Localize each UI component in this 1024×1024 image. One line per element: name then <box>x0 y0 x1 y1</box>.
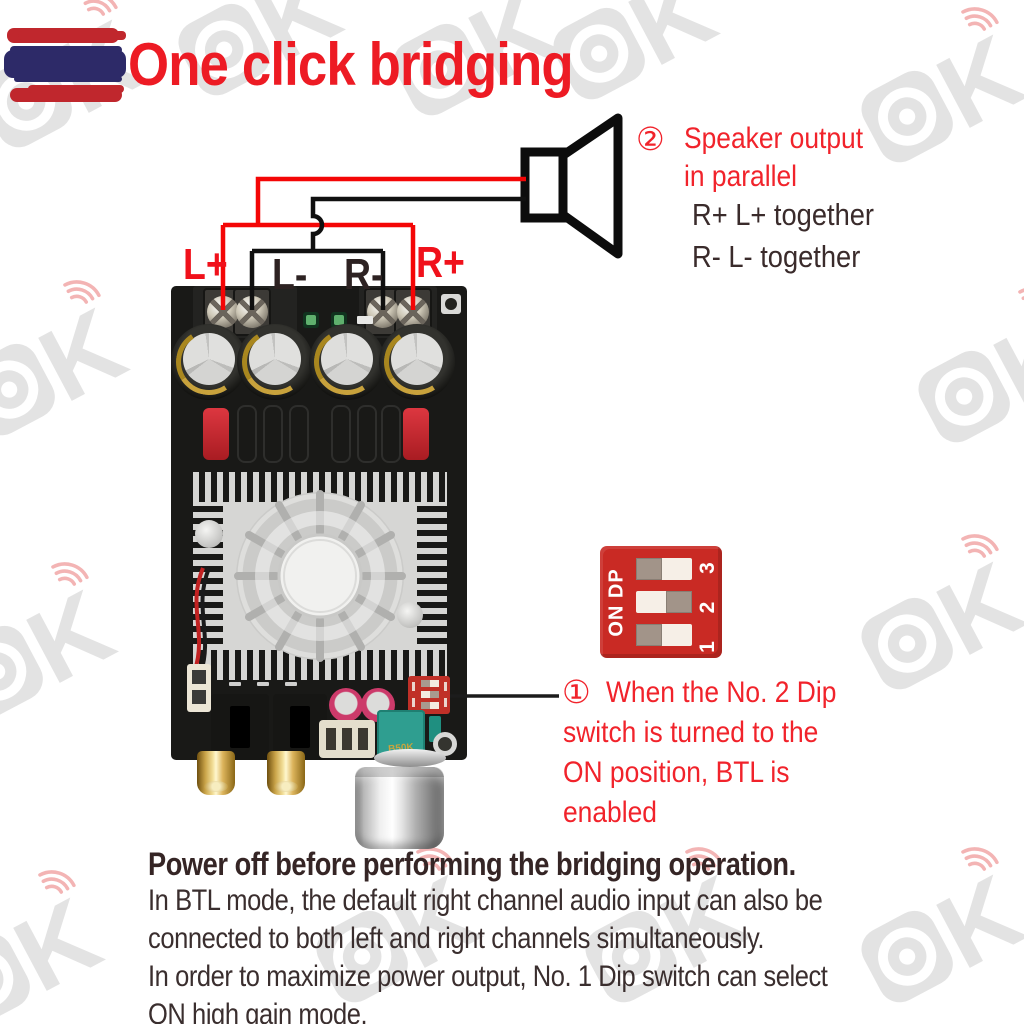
inductor <box>289 405 309 463</box>
mounting-hole <box>441 294 461 314</box>
dip-note-line1: When the No. 2 Dip <box>606 676 837 709</box>
ok-watermark-graphic: K <box>861 534 1024 690</box>
terminal-label-l-minus: L- <box>272 250 308 299</box>
signal-waves-icon <box>961 847 999 871</box>
ok-watermark: K <box>835 832 1024 1018</box>
signal-waves-icon <box>961 534 999 558</box>
ok-watermark-graphic: K <box>0 562 130 718</box>
inductor <box>381 405 401 463</box>
inductor <box>263 405 283 463</box>
speaker-note-circle: ② <box>636 121 665 157</box>
signal-waves-icon <box>63 280 101 304</box>
heatsink-fins-right <box>417 502 447 650</box>
footer-body: In BTL mode, the default right channel a… <box>148 884 828 1024</box>
dip-note-rest: switch is turned to the ON position, BTL… <box>563 716 819 829</box>
film-capacitor <box>403 408 429 460</box>
silkscreen <box>285 682 297 686</box>
film-capacitor <box>203 408 229 460</box>
capacitor <box>377 322 457 402</box>
speaker-icon <box>520 113 623 259</box>
silkscreen <box>229 682 241 686</box>
dip-on-label: ON DP <box>605 567 628 637</box>
ok-watermark-graphic: K <box>861 847 1024 1003</box>
onboard-dip-switch <box>408 676 450 714</box>
terminal-label-r-minus: R- <box>344 250 384 299</box>
signal-waves-icon <box>416 847 454 871</box>
volume-knob[interactable] <box>355 767 444 849</box>
knob-collar <box>374 749 446 767</box>
heatsink-pin <box>397 602 423 628</box>
page-title: One click bridging <box>128 31 574 98</box>
dip-numbers: 1 2 3 <box>696 551 719 653</box>
ok-watermark-graphic: K <box>0 870 117 1024</box>
silkscreen <box>257 682 269 686</box>
ok-watermark: K <box>892 272 1024 458</box>
thailand-flag-brush-icon <box>4 28 126 102</box>
ok-watermark: K <box>835 0 1024 178</box>
rca-jack <box>197 751 235 795</box>
three-pin-connector <box>319 720 375 758</box>
capacitor <box>307 322 387 402</box>
heatsink-pin <box>195 520 223 548</box>
rca-jack <box>267 751 305 795</box>
signal-waves-icon <box>961 7 999 31</box>
signal-waves-icon <box>685 847 723 871</box>
speaker-note-lines: R+ L+ together R- L- together <box>692 197 875 274</box>
dip-switch-3[interactable] <box>636 558 692 580</box>
ok-watermark: K <box>0 855 118 1024</box>
capacitor <box>169 322 249 402</box>
signal-waves-icon <box>51 562 89 586</box>
signal-waves-icon <box>80 0 118 16</box>
small-capacitor <box>329 688 363 722</box>
led-indicator <box>303 312 319 328</box>
jst-connector <box>187 664 211 712</box>
footer-heading: Power off before performing the bridging… <box>148 846 796 882</box>
ok-watermark: K <box>835 519 1024 705</box>
inductor <box>331 405 351 463</box>
ok-watermark-graphic: K <box>0 280 142 436</box>
inductor <box>237 405 257 463</box>
heatsink-fan <box>234 490 406 662</box>
dip-note-circle: ① <box>562 674 591 710</box>
speaker-note-heading: Speaker output in parallel <box>684 122 864 193</box>
board-wires <box>193 567 211 673</box>
amplifier-board: B50K <box>169 286 467 760</box>
terminal-label-l-plus: L+ <box>183 240 228 289</box>
input-housing <box>211 694 269 760</box>
signal-waves-icon <box>38 870 76 894</box>
dip-switch-illustration: ON DP 1 2 3 <box>600 546 722 658</box>
ok-watermark: K <box>0 547 131 733</box>
ok-watermark-graphic: K <box>861 7 1024 163</box>
inductor <box>357 405 377 463</box>
terminal-label-r-plus: R+ <box>416 238 465 287</box>
dip-switch-2[interactable] <box>636 591 692 613</box>
ok-watermark-graphic: K <box>918 287 1024 443</box>
dip-switch-1[interactable] <box>636 624 692 646</box>
terminal-screw-l-minus <box>236 296 268 328</box>
input-housing <box>273 694 327 760</box>
capacitor <box>235 322 315 402</box>
ok-watermark: K <box>0 265 143 451</box>
smd-chip <box>357 316 373 324</box>
